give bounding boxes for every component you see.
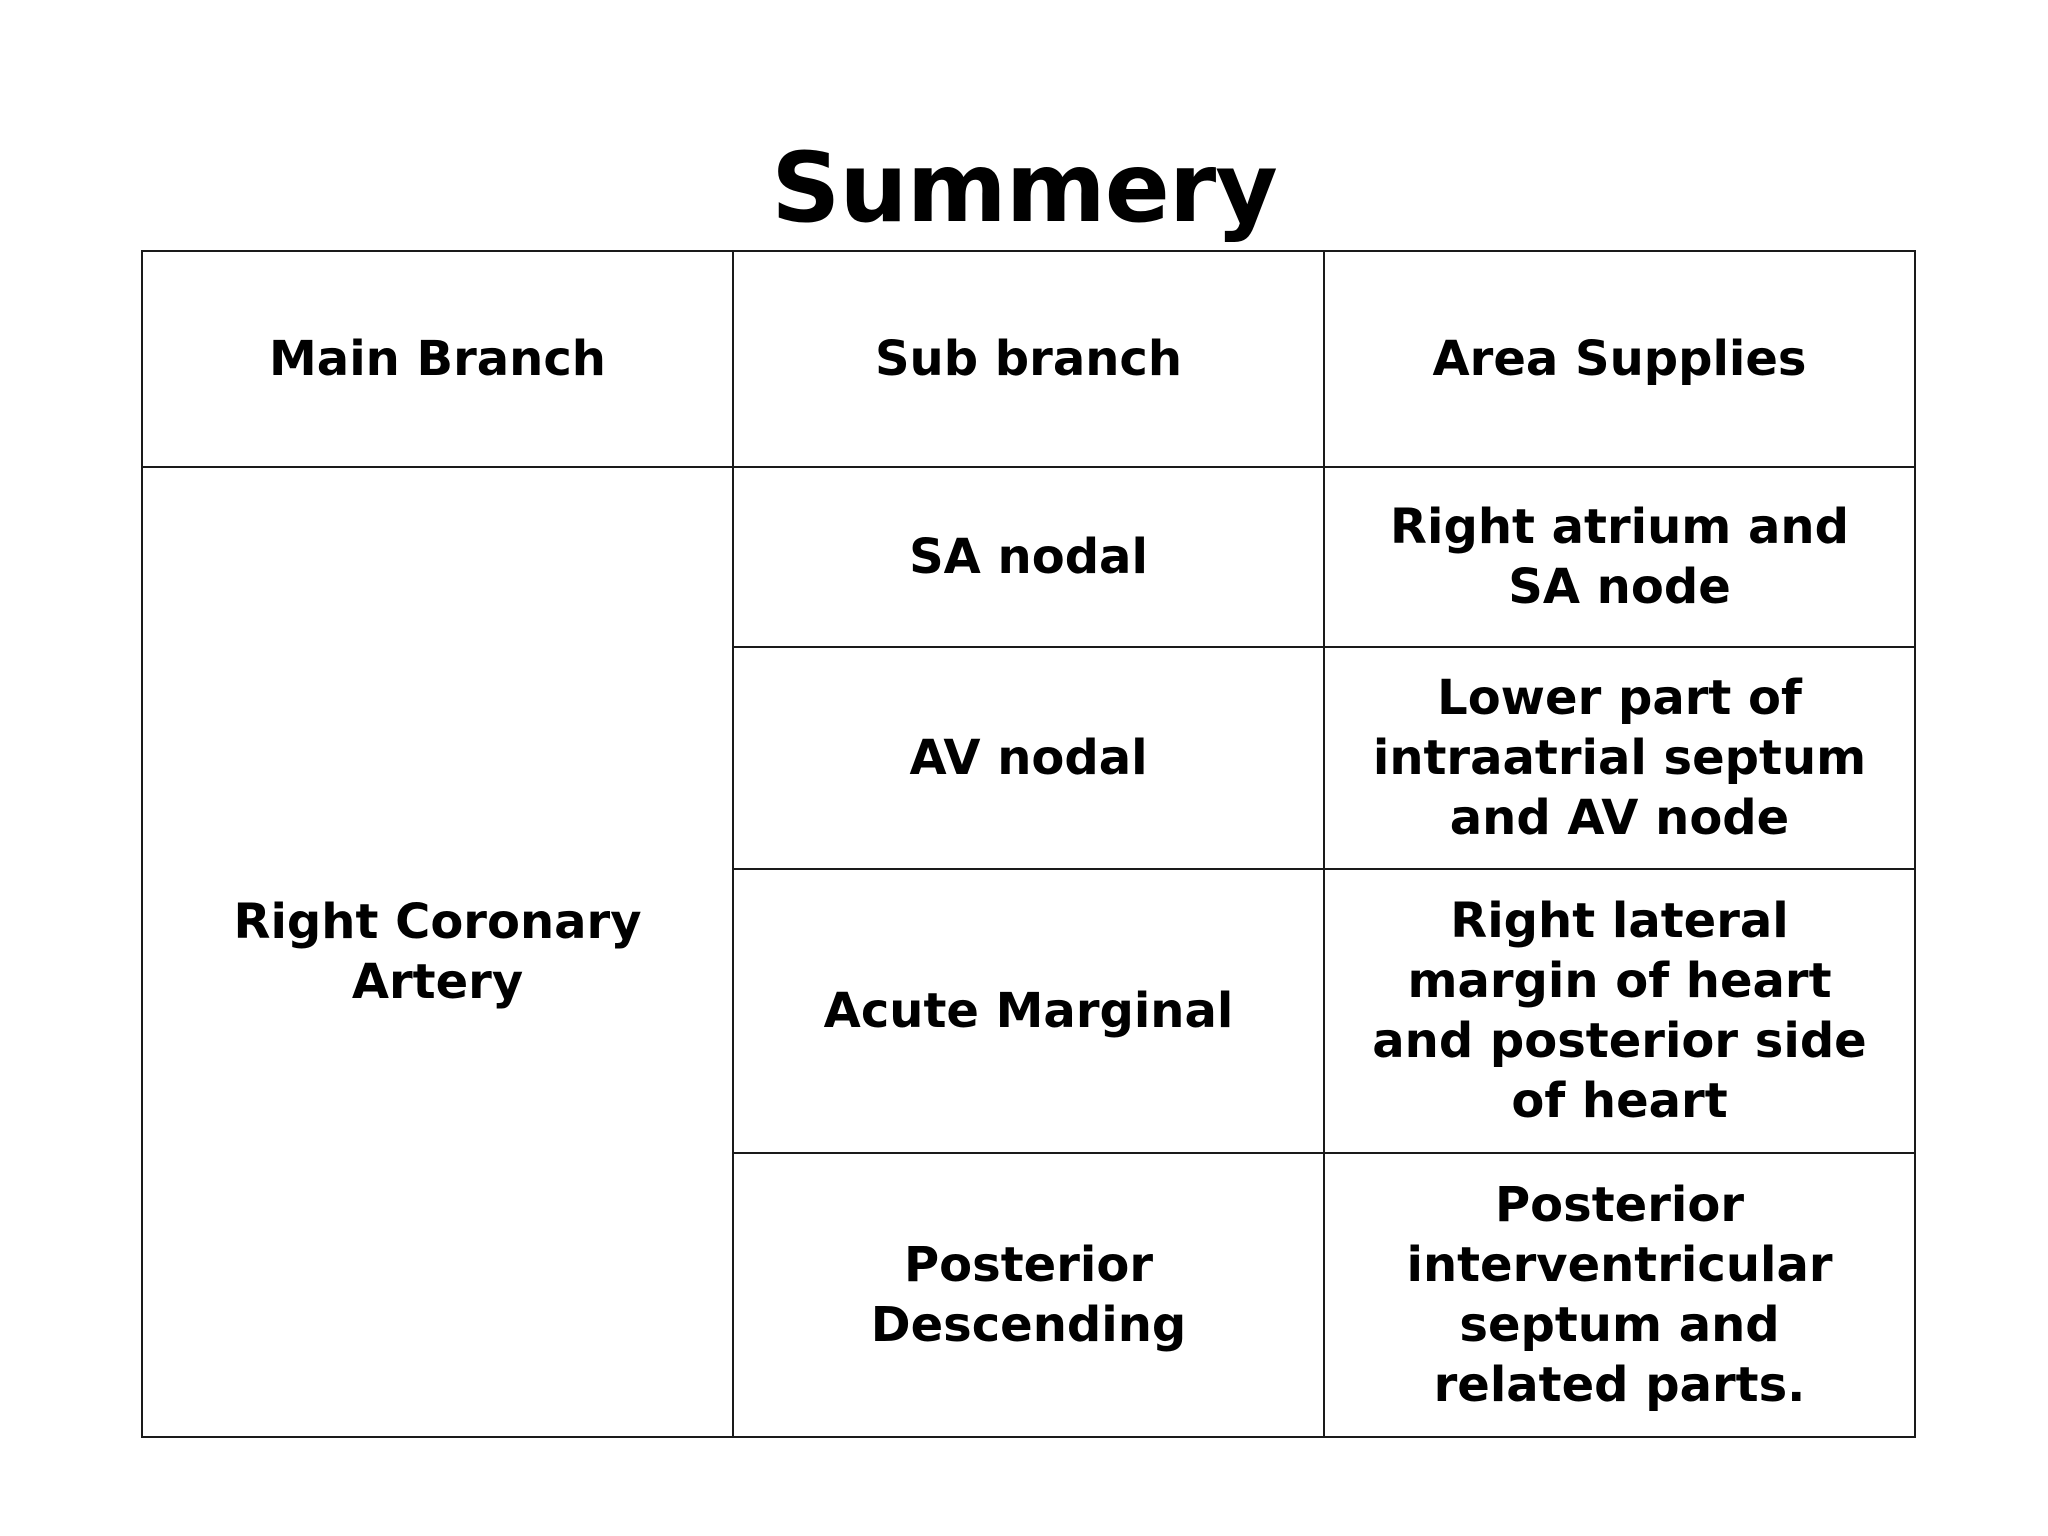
main-branch-text: Right Coronary Artery	[233, 894, 642, 1010]
area-supplies-cell: Lower part of intraatrial septum and AV …	[1323, 646, 1916, 870]
header-main-branch: Main Branch	[141, 250, 734, 468]
main-branch-cell: Right Coronary Artery	[141, 466, 734, 1438]
header-sub-branch: Sub branch	[732, 250, 1325, 468]
sub-branch-cell: Posterior Descending	[732, 1152, 1325, 1438]
header-area-supplies: Area Supplies	[1323, 250, 1916, 468]
sub-branch-cell: Acute Marginal	[732, 868, 1325, 1154]
area-supplies-cell: Right lateral margin of heart and poster…	[1323, 868, 1916, 1154]
table-row: AV nodal Lower part of intraatrial septu…	[142, 646, 1916, 870]
area-supplies-text: Posterior interventricular septum and re…	[1406, 1177, 1833, 1413]
slide-title: Summery	[771, 132, 1278, 244]
area-supplies-cell: Posterior interventricular septum and re…	[1323, 1152, 1916, 1438]
area-supplies-text: Right atrium and SA node	[1390, 499, 1849, 615]
summary-table: Main Branch Sub branch Area Supplies Rig…	[141, 250, 1916, 1438]
sub-branch-cell: SA nodal	[732, 466, 1325, 648]
sub-branch-cell: AV nodal	[732, 646, 1325, 870]
table-row: Acute Marginal Right lateral margin of h…	[142, 868, 1916, 1154]
area-supplies-cell: Right atrium and SA node	[1323, 466, 1916, 648]
table-header-row: Main Branch Sub branch Area Supplies	[141, 250, 1916, 468]
table-row: Posterior Descending Posterior intervent…	[142, 1152, 1916, 1438]
area-supplies-text: Right lateral margin of heart and poster…	[1372, 893, 1867, 1129]
table-row: Right Coronary Artery SA nodal Right atr…	[141, 466, 1916, 1438]
area-supplies-text: Lower part of intraatrial septum and AV …	[1372, 670, 1867, 846]
